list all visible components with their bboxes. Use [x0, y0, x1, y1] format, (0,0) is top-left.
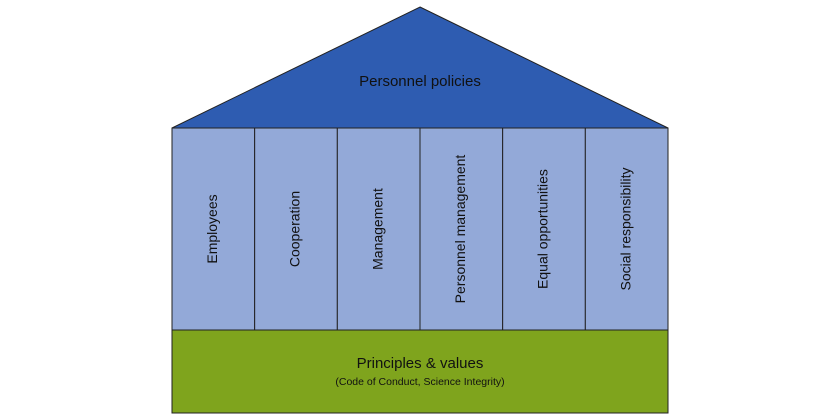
pillar-label: Cooperation	[287, 191, 303, 267]
pillar-box	[419, 127, 504, 331]
pillar-box	[584, 127, 669, 331]
pillar: Social responsibility	[584, 127, 669, 331]
roof: Personnel policies	[171, 6, 669, 129]
pillar-label: Social responsibility	[617, 168, 633, 291]
pillar-box	[502, 127, 586, 331]
pillar-label: Employees	[204, 194, 220, 263]
pillar-label: Personnel management	[452, 155, 468, 304]
roof-label: Personnel policies	[359, 73, 481, 90]
pillar-box	[171, 127, 256, 331]
pillar-label: Management	[369, 188, 385, 270]
roof-triangle	[171, 6, 669, 129]
pillar: Management	[336, 127, 421, 331]
pillars: Employees Cooperation Management Personnel …	[171, 127, 669, 331]
pillar-label: Equal opportunities	[535, 169, 551, 289]
base: Principles & values (Code of Conduct, Sc…	[171, 329, 669, 414]
base-block	[171, 329, 669, 414]
pillar: Equal opportunities	[502, 127, 586, 331]
pillar-box	[336, 127, 421, 331]
pillar: Employees	[171, 127, 256, 331]
base-title: Principles & values	[357, 355, 484, 372]
pillar-box	[254, 127, 338, 331]
pillar: Personnel management	[419, 127, 504, 331]
pillar: Cooperation	[254, 127, 338, 331]
base-subtitle: (Code of Conduct, Science Integrity)	[335, 376, 504, 388]
